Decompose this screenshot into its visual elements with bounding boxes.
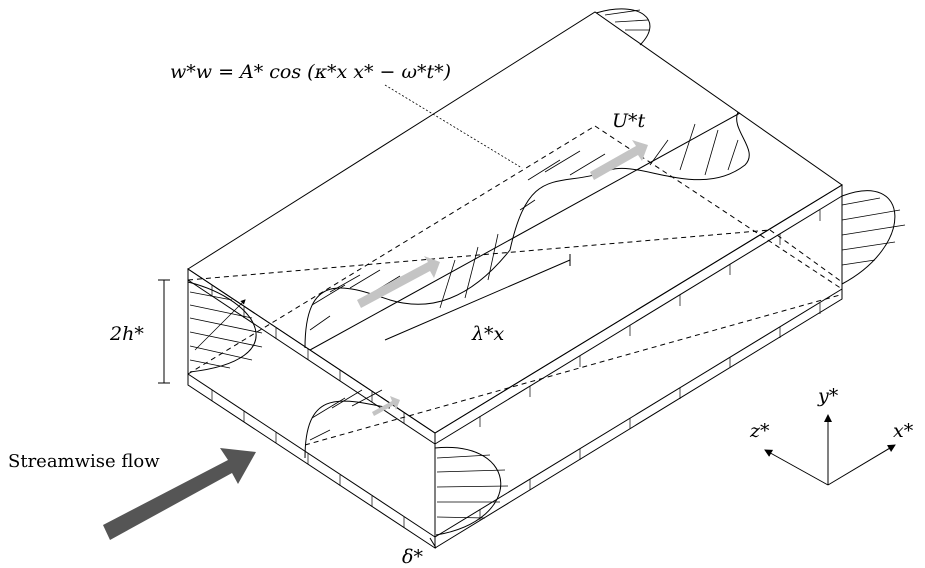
wall-wave-formula: w*w = A* cos (κ*x x* − ω*t*) (170, 61, 451, 83)
front-lower-profile (434, 446, 509, 536)
height-dimension (158, 279, 170, 384)
translation-speed-label: U*t (612, 110, 646, 132)
translation-arrow-3 (372, 396, 400, 416)
far-profile (595, 8, 651, 46)
coordinate-axes (764, 414, 896, 486)
z-axis-label: z* (749, 420, 770, 442)
streamwise-flow-label: Streamwise flow (8, 451, 160, 472)
channel-height-label: 2h* (109, 323, 144, 345)
formula-leader (384, 84, 523, 169)
outlet-velocity-profile (841, 190, 906, 285)
z-axis-arrow (764, 449, 829, 486)
hidden-edges (187, 125, 843, 446)
wavelength-label: λ*x (471, 323, 505, 345)
wall-thickness-label: δ* (402, 546, 423, 568)
translation-arrows (357, 140, 648, 416)
channel-side-face (434, 184, 843, 549)
bottom-wall-wave (304, 389, 391, 459)
x-axis-arrow (827, 444, 896, 486)
x-axis-label: x* (893, 420, 914, 442)
inlet-velocity-profile (187, 281, 263, 373)
thickness-dimension (429, 537, 437, 549)
streamwise-flow-arrow (103, 448, 256, 540)
wall-wave-curve (304, 111, 750, 351)
translation-arrow-2 (590, 140, 648, 180)
channel-front-face (187, 268, 436, 549)
y-axis-label: y* (817, 385, 839, 407)
wavelength-marker (384, 254, 571, 341)
translation-arrow-1 (357, 256, 440, 308)
